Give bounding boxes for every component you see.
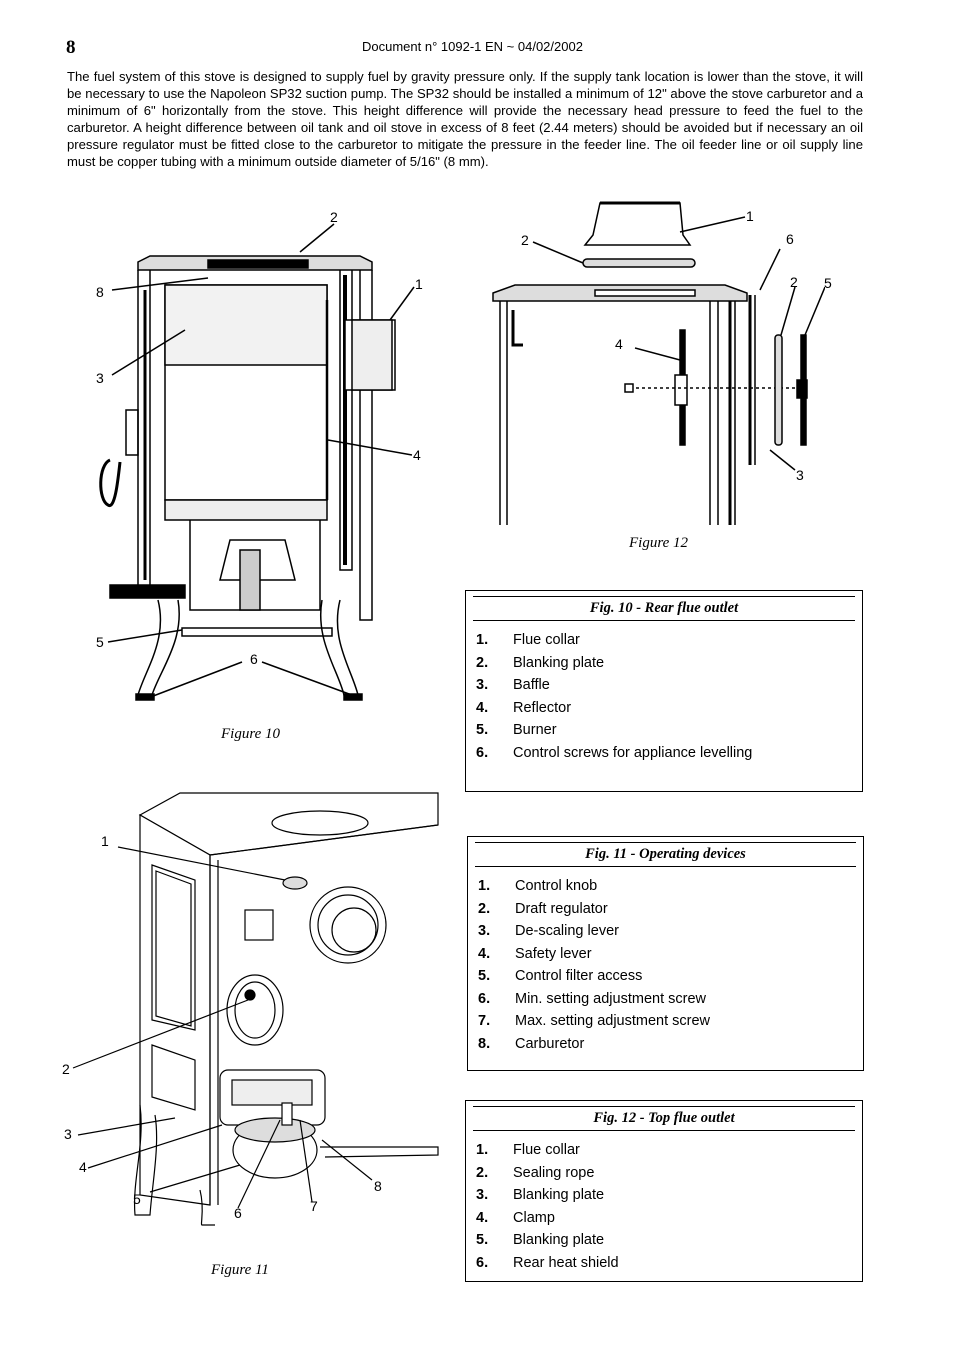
legend-fig10: Fig. 10 - Rear flue outlet 1.Flue collar… xyxy=(465,590,863,792)
legend-fig10-title: Fig. 10 - Rear flue outlet xyxy=(473,596,855,621)
list-item: 5.Blanking plate xyxy=(476,1232,605,1249)
list-item: 1.Control knob xyxy=(478,878,598,895)
list-item: 4.Reflector xyxy=(476,699,572,716)
fig11-callout-3: 3 xyxy=(64,1126,72,1142)
fig12-callout-5: 5 xyxy=(824,275,832,291)
fig12-callout-1: 1 xyxy=(746,208,754,224)
list-item: 3.De-scaling lever xyxy=(478,923,619,940)
list-item: 6.Control screws for appliance levelling xyxy=(476,744,753,761)
page-number: 8 xyxy=(66,37,76,58)
legend-fig11: Fig. 11 - Operating devices 1.Control kn… xyxy=(467,836,864,1071)
list-item: 1.Flue collar xyxy=(476,632,580,649)
list-item: 8.Carburetor xyxy=(478,1035,585,1052)
fig11-callout-8: 8 xyxy=(374,1178,382,1194)
list-item: 3.Blanking plate xyxy=(476,1187,605,1204)
list-item: 4.Clamp xyxy=(476,1209,555,1226)
figure-12-caption: Figure 12 xyxy=(629,535,689,551)
figure-10-caption: Figure 10 xyxy=(221,726,281,742)
figure-11-caption: Figure 11 xyxy=(211,1262,269,1278)
fig12-callout-3: 3 xyxy=(796,467,804,483)
fig12-callout-2b: 2 xyxy=(790,274,798,290)
list-item: 5.Burner xyxy=(476,722,557,739)
document-reference: Document n° 1092-1 EN ~ 04/02/2002 xyxy=(362,39,583,54)
fig10-callout-8: 8 xyxy=(96,284,104,300)
fig11-callout-7: 7 xyxy=(310,1198,318,1214)
list-item: 6.Min. setting adjustment screw xyxy=(478,990,706,1007)
fig10-callout-4: 4 xyxy=(413,447,421,463)
figure-12-drawing xyxy=(485,195,825,530)
figure-10-drawing xyxy=(90,200,440,710)
list-item: 2.Blanking plate xyxy=(476,654,605,671)
figure-11-drawing xyxy=(60,785,440,1245)
list-item: 6.Rear heat shield xyxy=(476,1254,619,1271)
fig12-callout-2: 2 xyxy=(521,232,529,248)
list-item: 4.Safety lever xyxy=(478,945,592,962)
fig11-callout-1: 1 xyxy=(101,833,109,849)
fig10-callout-2: 2 xyxy=(330,209,338,225)
fig12-callout-4: 4 xyxy=(615,336,623,352)
legend-fig12-title: Fig. 12 - Top flue outlet xyxy=(473,1106,855,1131)
list-item: 5.Control filter access xyxy=(478,968,643,985)
fig10-callout-3: 3 xyxy=(96,370,104,386)
fig11-callout-4: 4 xyxy=(79,1159,87,1175)
legend-fig11-title: Fig. 11 - Operating devices xyxy=(475,842,856,867)
intro-paragraph: The fuel system of this stove is designe… xyxy=(67,69,863,169)
list-item: 2.Draft regulator xyxy=(478,900,608,917)
fig12-callout-6: 6 xyxy=(786,231,794,247)
fig11-callout-6: 6 xyxy=(234,1205,242,1221)
fig10-callout-6: 6 xyxy=(250,651,258,667)
list-item: 3.Baffle xyxy=(476,677,550,694)
fig11-callout-2: 2 xyxy=(62,1061,70,1077)
fig10-callout-5: 5 xyxy=(96,634,104,650)
list-item: 2.Sealing rope xyxy=(476,1164,595,1181)
fig11-callout-5: 5 xyxy=(133,1191,141,1207)
list-item: 7.Max. setting adjustment screw xyxy=(478,1013,711,1030)
legend-fig12: Fig. 12 - Top flue outlet 1.Flue collar … xyxy=(465,1100,863,1282)
fig10-callout-1: 1 xyxy=(415,276,423,292)
list-item: 1.Flue collar xyxy=(476,1142,580,1159)
